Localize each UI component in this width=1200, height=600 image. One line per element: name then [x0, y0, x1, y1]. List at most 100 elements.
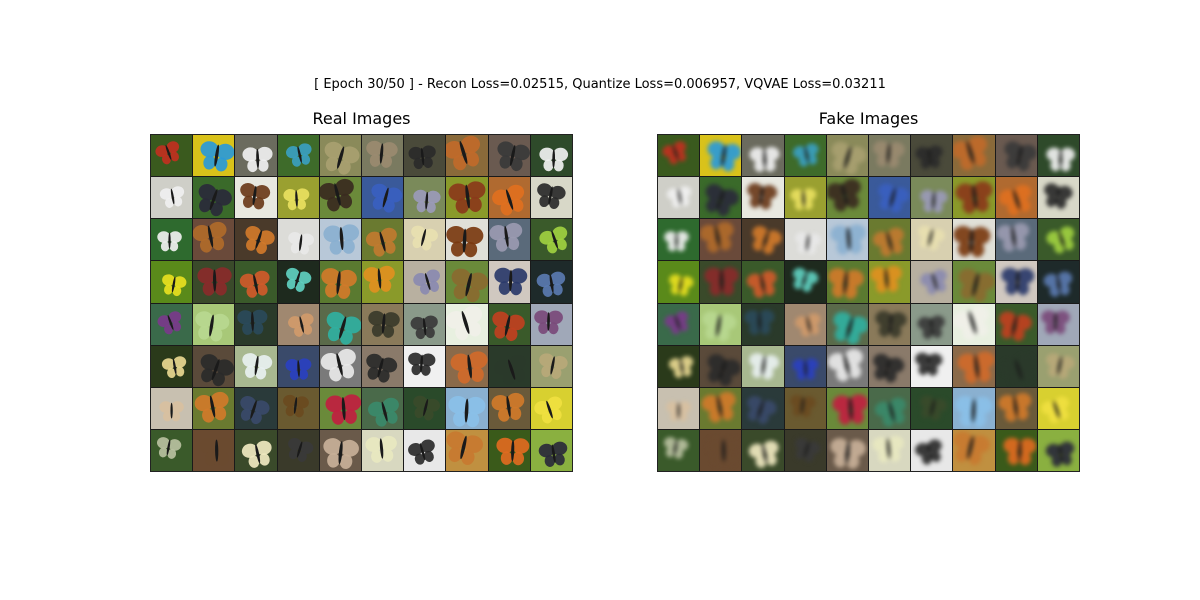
butterfly-thumbnail [998, 184, 1031, 216]
butterfly-thumbnail [365, 228, 397, 257]
real-image-tile [193, 219, 235, 261]
butterfly-thumbnail [408, 145, 436, 170]
real-image-tile [235, 177, 277, 219]
butterfly-thumbnail [326, 311, 361, 345]
fake-image-tile [700, 219, 742, 261]
real-image-tile [277, 177, 319, 219]
fake-image-tile [911, 261, 953, 303]
real-image-tile [193, 303, 235, 345]
real-image-tile [235, 345, 277, 387]
real-image-tile [235, 261, 277, 303]
fake-image-tile [869, 303, 911, 345]
fake-image-tile [784, 219, 826, 261]
fake-image-tile [658, 219, 700, 261]
fake-image-tile [1037, 429, 1079, 471]
real-image-tile [404, 135, 446, 177]
butterfly-thumbnail [155, 141, 180, 165]
real-image-tile [277, 219, 319, 261]
real-image-tile [488, 303, 530, 345]
butterfly-thumbnail [495, 437, 529, 466]
butterfly-thumbnail [491, 310, 525, 341]
fake-image-tile [742, 177, 784, 219]
butterfly-thumbnail [706, 437, 741, 466]
butterfly-thumbnail [662, 141, 687, 165]
real-image-tile [446, 345, 488, 387]
butterfly-thumbnail [700, 222, 734, 253]
butterfly-thumbnail [410, 315, 438, 339]
butterfly-thumbnail [1004, 141, 1037, 172]
real-images-grid [150, 134, 573, 472]
butterfly-thumbnail [366, 140, 398, 168]
fake-image-tile [995, 177, 1037, 219]
fake-image-tile [953, 303, 995, 345]
butterfly-thumbnail [872, 228, 904, 257]
butterfly-thumbnail [958, 268, 995, 303]
butterfly-thumbnail [707, 353, 742, 386]
butterfly-thumbnail [413, 269, 441, 295]
butterfly-thumbnail [1046, 352, 1075, 379]
fake-image-tile [869, 261, 911, 303]
real-image-tile [362, 387, 404, 429]
real-image-tile [446, 429, 488, 471]
real-image-tile [319, 135, 361, 177]
figure-suptitle: [ Epoch 30/50 ] - Recon Loss=0.02515, Qu… [314, 77, 886, 92]
butterfly-thumbnail [539, 226, 568, 254]
butterfly-thumbnail [831, 141, 867, 175]
butterfly-thumbnail [1002, 437, 1036, 466]
butterfly-thumbnail [285, 143, 312, 167]
fake-images-grid [657, 134, 1080, 472]
butterfly-thumbnail [749, 146, 780, 173]
butterfly-thumbnail [282, 188, 309, 211]
fake-image-tile [995, 135, 1037, 177]
butterfly-thumbnail [915, 145, 943, 170]
fake-image-tile [911, 135, 953, 177]
fake-image-tile [784, 387, 826, 429]
real-image-tile [404, 261, 446, 303]
real-image-tile [277, 429, 319, 471]
fake-image-tile [742, 387, 784, 429]
butterfly-thumbnail [749, 352, 780, 380]
butterfly-thumbnail [1043, 272, 1072, 298]
real-image-tile [488, 429, 530, 471]
butterfly-thumbnail [749, 440, 780, 468]
fake-image-tile [826, 261, 868, 303]
butterfly-thumbnail [917, 315, 945, 339]
fake-image-tile [1037, 303, 1079, 345]
butterfly-thumbnail [996, 223, 1029, 252]
butterfly-thumbnail [324, 141, 360, 175]
fake-image-tile [826, 345, 868, 387]
real-image-tile [362, 345, 404, 387]
fake-image-tile [658, 387, 700, 429]
butterfly-thumbnail [489, 223, 522, 252]
butterfly-thumbnail [915, 352, 943, 376]
fake-image-tile [658, 429, 700, 471]
real-image-tile [446, 177, 488, 219]
real-image-tile [530, 177, 572, 219]
butterfly-thumbnail [157, 231, 182, 252]
real-image-tile [193, 429, 235, 471]
real-image-tile [362, 303, 404, 345]
butterfly-thumbnail [789, 188, 816, 211]
butterfly-thumbnail [953, 431, 991, 465]
fake-image-tile [1037, 261, 1079, 303]
fake-image-tile [1037, 135, 1079, 177]
real-image-tile [235, 303, 277, 345]
butterfly-thumbnail [195, 310, 230, 342]
fake-image-tile [953, 135, 995, 177]
fake-image-tile [700, 429, 742, 471]
butterfly-thumbnail [918, 225, 946, 251]
real-images-panel: Real Images [150, 108, 573, 472]
fake-image-tile [869, 135, 911, 177]
butterfly-thumbnail [325, 394, 361, 425]
butterfly-thumbnail [491, 184, 524, 216]
butterfly-thumbnail [198, 184, 233, 217]
butterfly-thumbnail [833, 311, 868, 345]
butterfly-thumbnail [957, 350, 995, 384]
fake-image-tile [742, 303, 784, 345]
butterfly-thumbnail [371, 183, 403, 213]
fake-image-tile [995, 303, 1037, 345]
butterfly-thumbnail [363, 266, 395, 294]
butterfly-thumbnail [701, 391, 736, 423]
butterfly-thumbnail [1000, 354, 1033, 386]
fake-image-tile [1037, 177, 1079, 219]
